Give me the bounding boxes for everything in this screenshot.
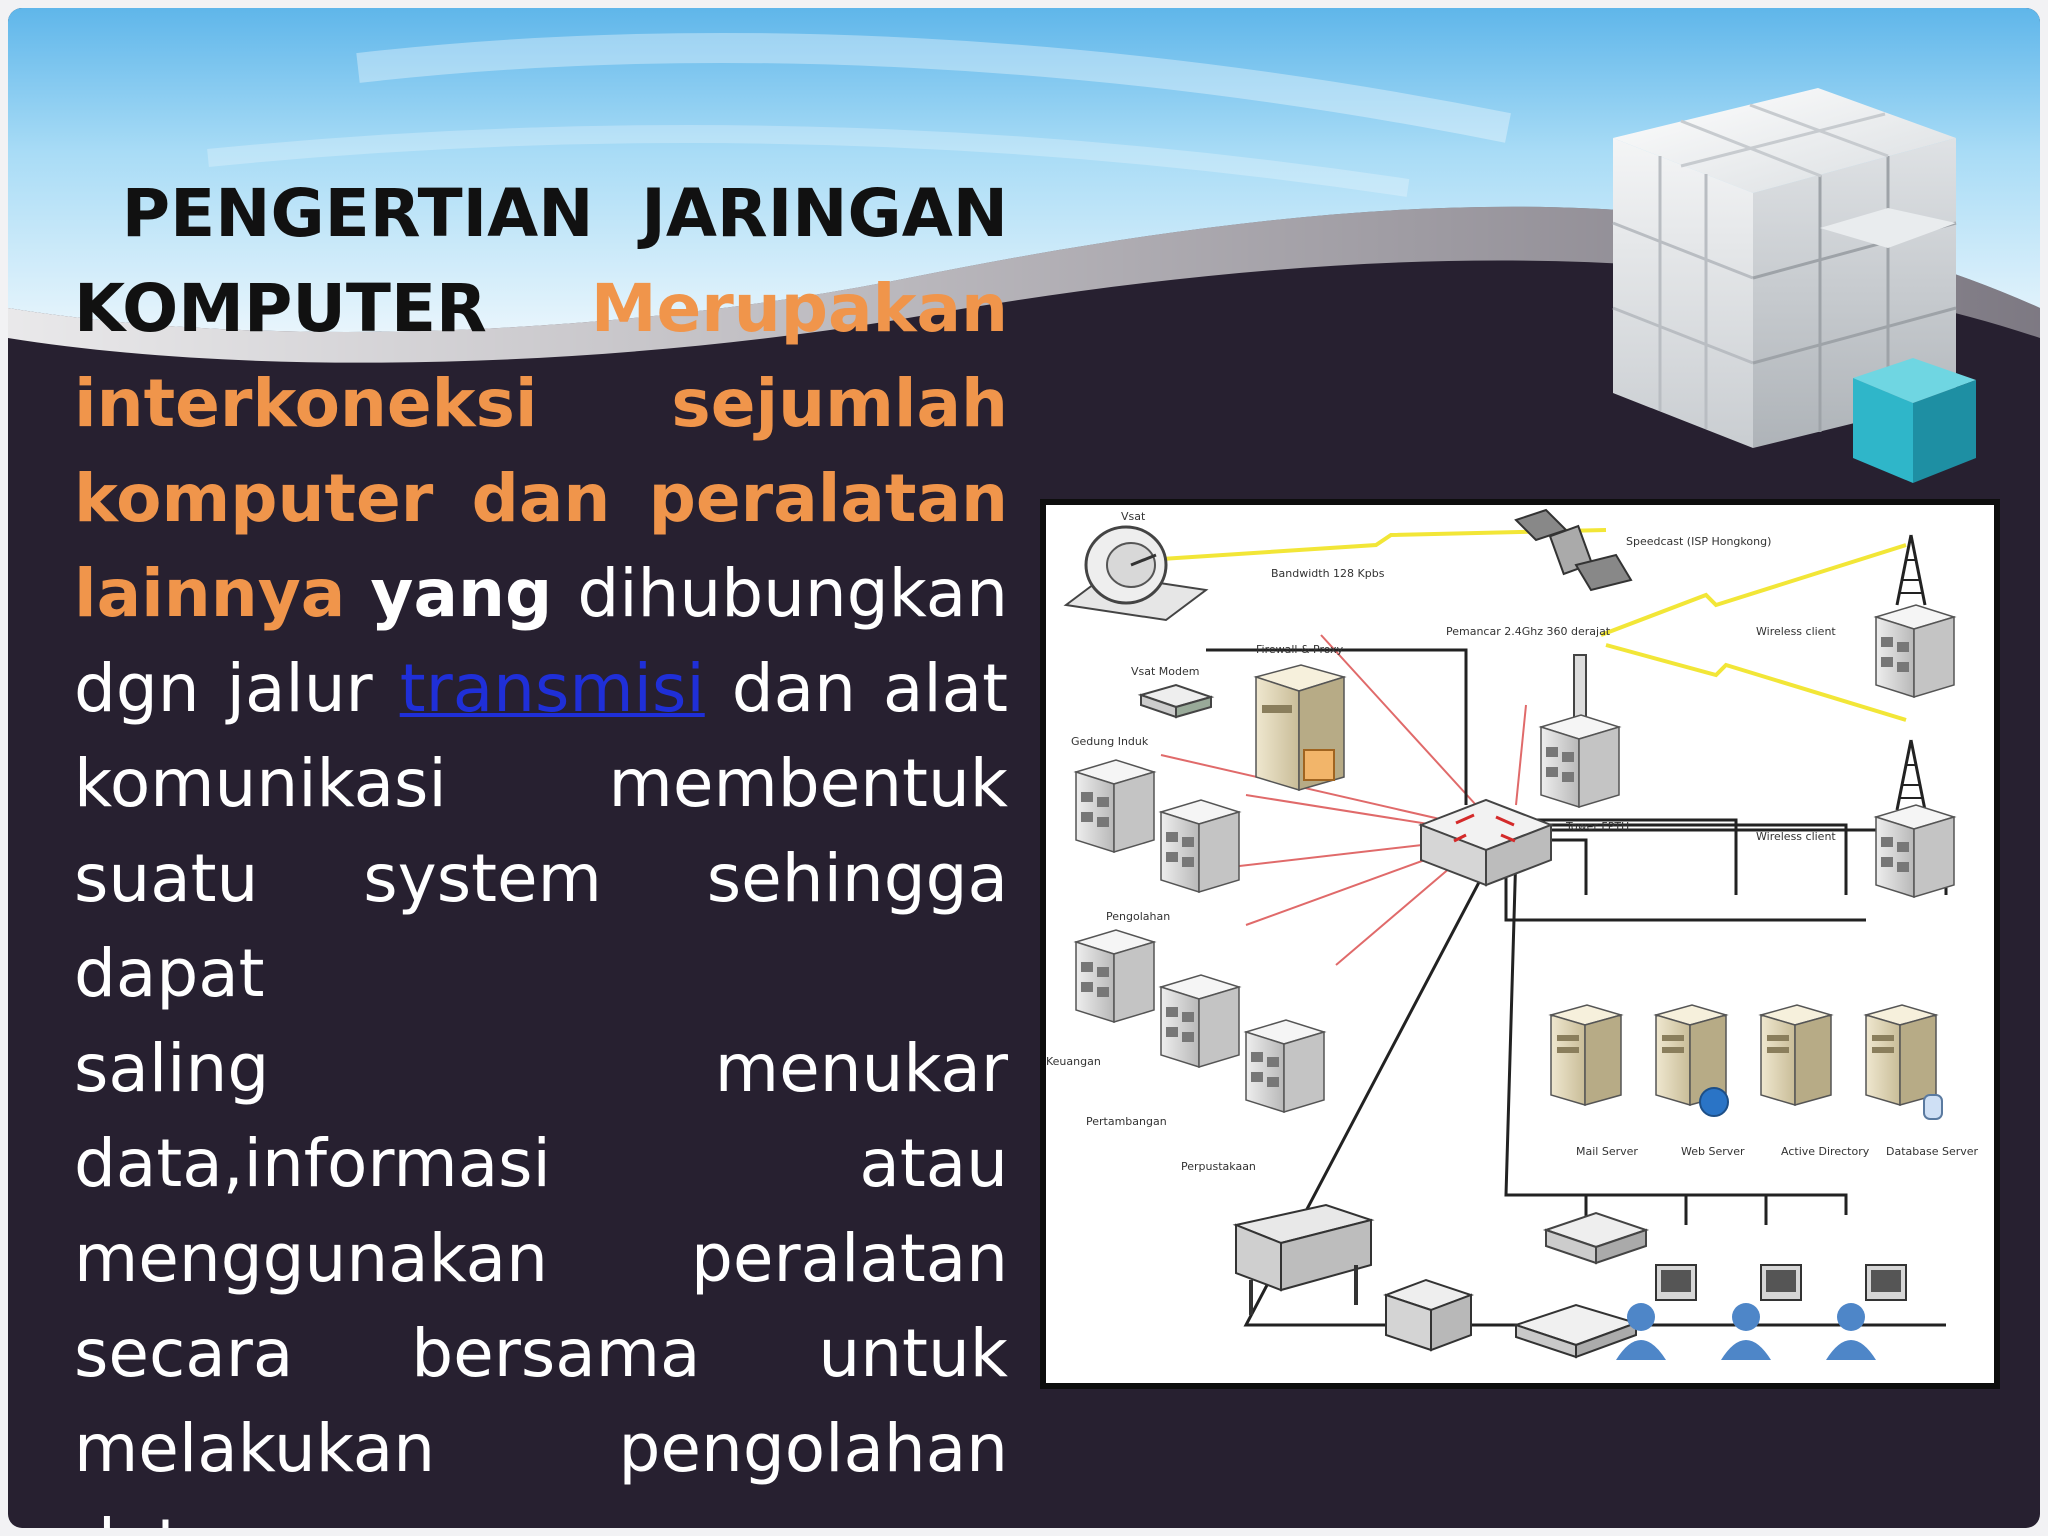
text-line-10: data,informasi atau: [74, 1125, 1008, 1202]
label-speedcast: Speedcast (ISP Hongkong): [1626, 535, 1771, 548]
heading-word-jaringan: JARINGAN: [641, 175, 1009, 252]
workstation-2-icon: [1721, 1264, 1802, 1360]
satellite-icon: [1514, 508, 1633, 592]
text-line-4: komputer dan peralatan: [74, 451, 1008, 546]
label-pertambangan: Pertambangan: [1086, 1115, 1167, 1128]
text-dgn-jalur: dgn jalur: [74, 650, 373, 727]
text-line-7: komunikasi membentuk: [74, 745, 1008, 822]
text-line-12: secara bersama untuk: [74, 1315, 1008, 1392]
label-database-server: Database Server: [1886, 1145, 1979, 1158]
building-gedung-induk-1: [1075, 759, 1155, 853]
bottom-switch-icon: [1542, 1211, 1650, 1265]
transmitter-tower-icon: [1540, 654, 1620, 808]
building-perpustakaan: [1245, 1019, 1325, 1113]
text-line-5: lainnya yang dihubungkan: [74, 546, 1008, 641]
label-pengolahan: Pengolahan: [1106, 910, 1170, 923]
database-server-icon: [1865, 1004, 1937, 1106]
slide-body-text: PENGERTIAN JARINGAN KOMPUTER Merupakan i…: [74, 166, 1008, 1528]
text-line-6: dgn jalur transmisi dan alat: [74, 641, 1008, 736]
label-keuangan: Keuangan: [1046, 1055, 1101, 1068]
label-gedung-induk: Gedung Induk: [1071, 735, 1149, 748]
printer-icon: [1383, 1278, 1474, 1352]
plotter-icon: [1232, 1203, 1375, 1315]
label-mail-server: Mail Server: [1576, 1145, 1638, 1158]
workstation-3-icon: [1826, 1264, 1907, 1360]
label-firewall: Firewall & Proxy: [1256, 643, 1344, 656]
active-directory-icon: [1760, 1004, 1832, 1106]
building-pertambangan: [1160, 974, 1240, 1068]
label-active-directory: Active Directory: [1781, 1145, 1870, 1158]
highlight-word-interkoneksi: interkoneksi: [74, 365, 538, 442]
wireless-client-2-icon: [1875, 738, 1955, 898]
text-line-11: menggunakan peralatan: [74, 1220, 1008, 1297]
vsat-modem-icon: [1137, 683, 1215, 719]
firewall-server-icon: [1253, 664, 1347, 792]
text-line-1: PENGERTIAN JARINGAN: [74, 166, 1008, 261]
label-pemancar: Pemancar 2.4Ghz 360 derajat: [1446, 625, 1611, 638]
highlight-word-dan: dan: [471, 460, 611, 537]
label-vsat-modem: Vsat Modem: [1131, 665, 1200, 678]
label-wireless-client-1: Wireless client: [1756, 625, 1836, 638]
label-web-server: Web Server: [1681, 1145, 1745, 1158]
label-wireless-client-2: Wireless client: [1756, 830, 1836, 843]
heading-word-komputer: KOMPUTER: [74, 270, 487, 347]
scanner-icon: [1512, 1303, 1640, 1359]
network-switch-icon: [1418, 798, 1554, 887]
mail-server-icon: [1550, 1004, 1622, 1106]
building-gedung-induk-2: [1160, 799, 1240, 893]
label-vsat: Vsat: [1121, 510, 1146, 523]
wireless-client-1-icon: [1875, 533, 1955, 698]
text-line-3: interkoneksi sejumlah: [74, 356, 1008, 451]
label-bandwidth: Bandwidth 128 Kpbs: [1271, 567, 1385, 580]
vsat-dish-icon: [1063, 525, 1209, 622]
highlight-word-sejumlah: sejumlah: [671, 365, 1008, 442]
cube-graphic: [1612, 88, 1976, 483]
text-line-2: KOMPUTER Merupakan: [74, 261, 1008, 356]
bold-word-yang: yang: [370, 555, 553, 632]
highlight-word-komputer: komputer: [74, 460, 434, 537]
highlight-word-merupakan: Merupakan: [590, 270, 1008, 347]
text-line-13: melakukan pengolahan data: [74, 1410, 1008, 1528]
label-tower: Tower FPTH: [1565, 820, 1629, 833]
building-keuangan: [1075, 929, 1155, 1023]
text-line-9: saling menukar: [74, 1030, 1008, 1107]
label-perpustakaan: Perpustakaan: [1181, 1160, 1256, 1173]
network-diagram: Vsat Bandwidth 128 Kpbs Speedcast (ISP H…: [1040, 499, 2000, 1389]
workstation-1-icon: [1616, 1264, 1697, 1360]
heading-word-pengertian: PENGERTIAN: [121, 175, 594, 252]
highlight-word-peralatan: peralatan: [648, 460, 1008, 537]
word-dihubungkan: dihubungkan: [577, 555, 1008, 632]
text-line-8: suatu system sehingga dapat: [74, 840, 1008, 1012]
slide-background: [8, 8, 2040, 483]
slide: PENGERTIAN JARINGAN KOMPUTER Merupakan i…: [8, 8, 2040, 1528]
transmisi-link[interactable]: transmisi: [399, 650, 705, 727]
highlight-word-lainnya: lainnya: [74, 555, 346, 632]
text-dan-alat: dan alat: [731, 650, 1008, 727]
